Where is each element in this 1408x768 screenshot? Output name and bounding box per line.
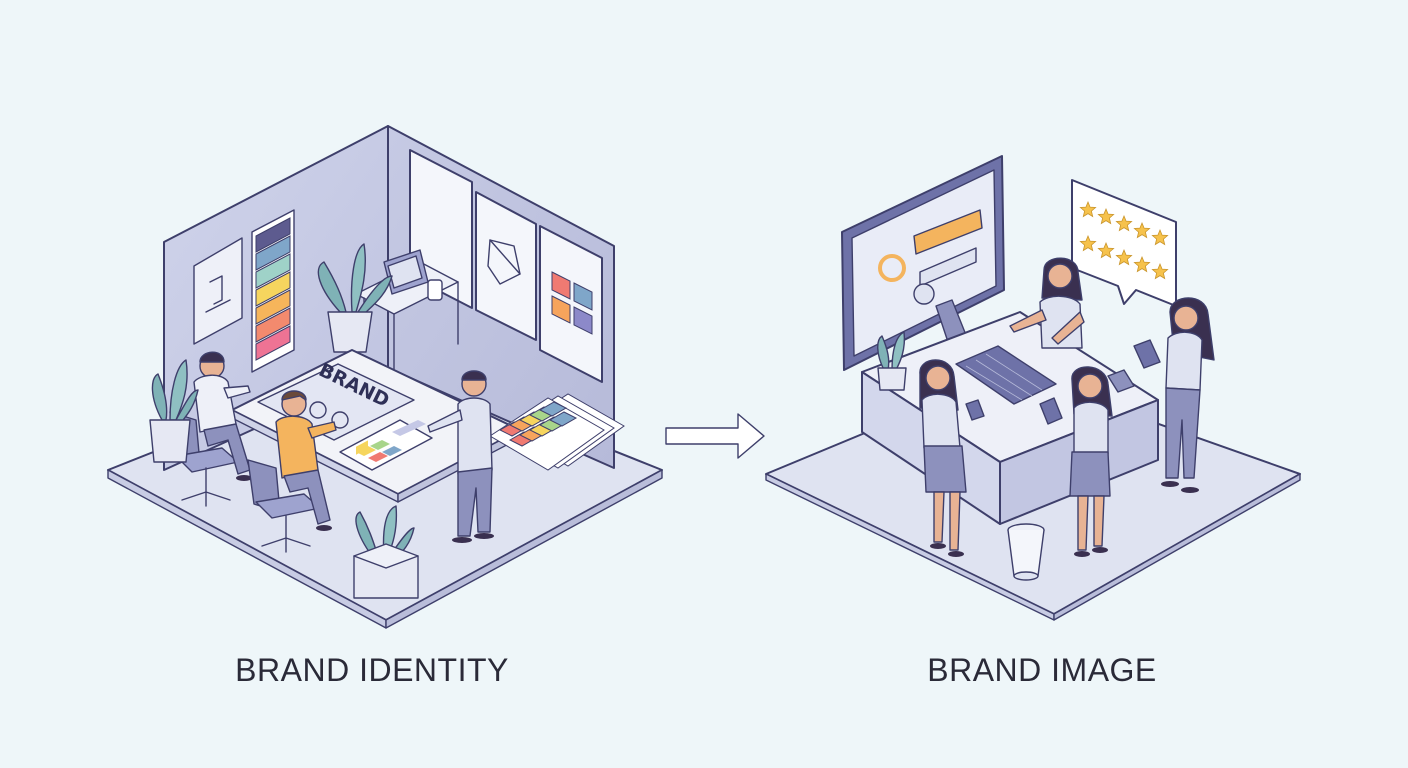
swatch-5 [255,289,291,325]
color-tile-grid [551,271,593,335]
speech-bubble-icon [1071,179,1177,307]
geo-poster [475,191,537,341]
star-icon [1151,262,1169,280]
color-tile-poster [539,225,603,383]
plant-front [353,505,419,599]
star-icon [1079,234,1097,252]
color-swatch-strip [255,217,291,361]
designer-standing [427,370,494,543]
brand-image-scene [765,155,1301,621]
swatch-1 [255,217,291,253]
customer-with-phone [919,359,985,557]
plant-counter [877,331,907,391]
designer-seated-1 [193,351,252,481]
customer-front [1039,366,1113,557]
staff-behind-counter [1009,257,1085,349]
customer-with-tablet [1133,297,1215,493]
swatch-7 [255,325,291,361]
tile-2 [573,282,593,311]
tile-1 [551,271,571,300]
office-chair-2 [247,459,321,553]
color-fan-deck [489,393,625,471]
star-icon [1097,241,1115,259]
designer-seated-2 [275,390,337,531]
plant-back [317,243,393,353]
brand-identity-caption: BRAND IDENTITY [235,652,509,688]
swatch-2 [255,235,291,271]
star-icon [1079,200,1097,218]
brand-identity-scene: BRAND [107,125,663,629]
right-arrow-icon [665,413,765,459]
star-icon [1133,255,1151,273]
sketch-frame [193,237,243,345]
swatch-6 [255,307,291,343]
fan-swatch-row2-5 [548,411,578,427]
star-icon [1115,248,1133,266]
keyboard [955,345,1057,405]
brand-image-caption: BRAND IMAGE [927,652,1157,688]
star-icon [1097,207,1115,225]
plant-left [149,359,199,463]
star-icon [1115,214,1133,232]
swatch-4 [255,271,291,307]
star-icon [1133,221,1151,239]
tile-4 [573,306,593,335]
trash-bin [1007,523,1045,581]
star-icon [1151,228,1169,246]
fan-swatch-5 [538,401,568,417]
monitor-icon [841,155,1005,371]
tile-3 [551,295,571,324]
swatch-3 [255,253,291,289]
review-stars [1079,200,1169,280]
fan-card-1 [489,397,605,471]
